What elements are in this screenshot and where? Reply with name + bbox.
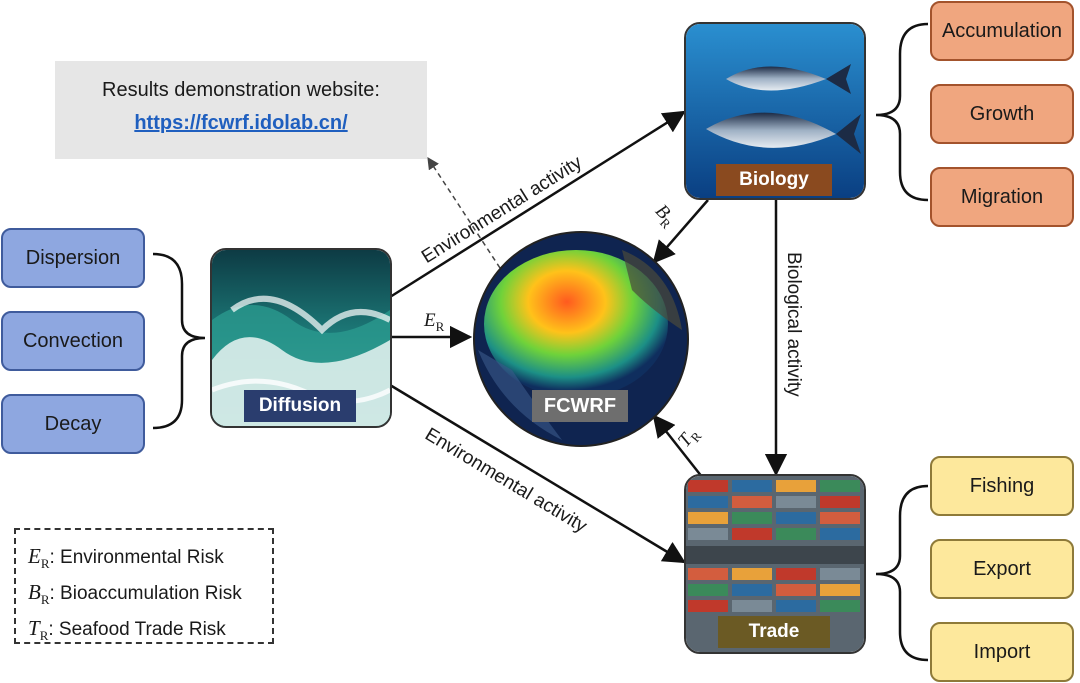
item-import: Import <box>930 622 1074 682</box>
diffusion-label: Diffusion <box>244 390 356 422</box>
diffusion-wave-image: Diffusion <box>210 248 392 428</box>
item-growth: Growth <box>930 84 1074 144</box>
biology-label: Biology <box>716 164 832 196</box>
diffusion-to-trade-arrow <box>389 383 686 564</box>
biology-to-fcwrf-arrow <box>652 199 709 264</box>
biology-tuna-image: Biology <box>684 22 866 200</box>
legend-row-br: BR: Bioaccumulation Risk <box>28 580 242 608</box>
item-accumulation: Accumulation <box>930 1 1074 61</box>
globe-to-website-arrow <box>427 156 501 269</box>
item-export: Export <box>930 539 1074 599</box>
biology-brace <box>875 22 929 202</box>
item-dispersion: Dispersion <box>1 228 145 288</box>
legend-box: ER: Environmental Risk BR: Bioaccumulati… <box>14 528 274 644</box>
website-caption: Results demonstration website: <box>102 79 380 101</box>
trade-to-fcwrf-arrow <box>652 414 707 483</box>
trade-label: Trade <box>718 616 830 648</box>
item-decay: Decay <box>1 394 145 454</box>
item-migration: Migration <box>930 167 1074 227</box>
fcwrf-label: FCWRF <box>532 390 628 422</box>
website-link[interactable]: https://fcwrf.idolab.cn/ <box>134 112 348 134</box>
item-convection: Convection <box>1 311 145 371</box>
legend-row-tr: TR: Seafood Trade Risk <box>28 616 226 644</box>
trade-brace <box>875 484 929 662</box>
diffusion-to-biology-arrow <box>389 110 686 299</box>
website-box: Results demonstration website: https://f… <box>55 61 427 159</box>
fcwrf-globe: FCWRF <box>472 230 690 448</box>
er-label: ER <box>424 310 445 334</box>
trade-containers-image: Trade <box>684 474 866 654</box>
legend-row-er: ER: Environmental Risk <box>28 544 224 572</box>
item-fishing: Fishing <box>930 456 1074 516</box>
diffusion-brace <box>152 252 206 430</box>
bio-activity-label: Biological activity <box>783 252 804 397</box>
